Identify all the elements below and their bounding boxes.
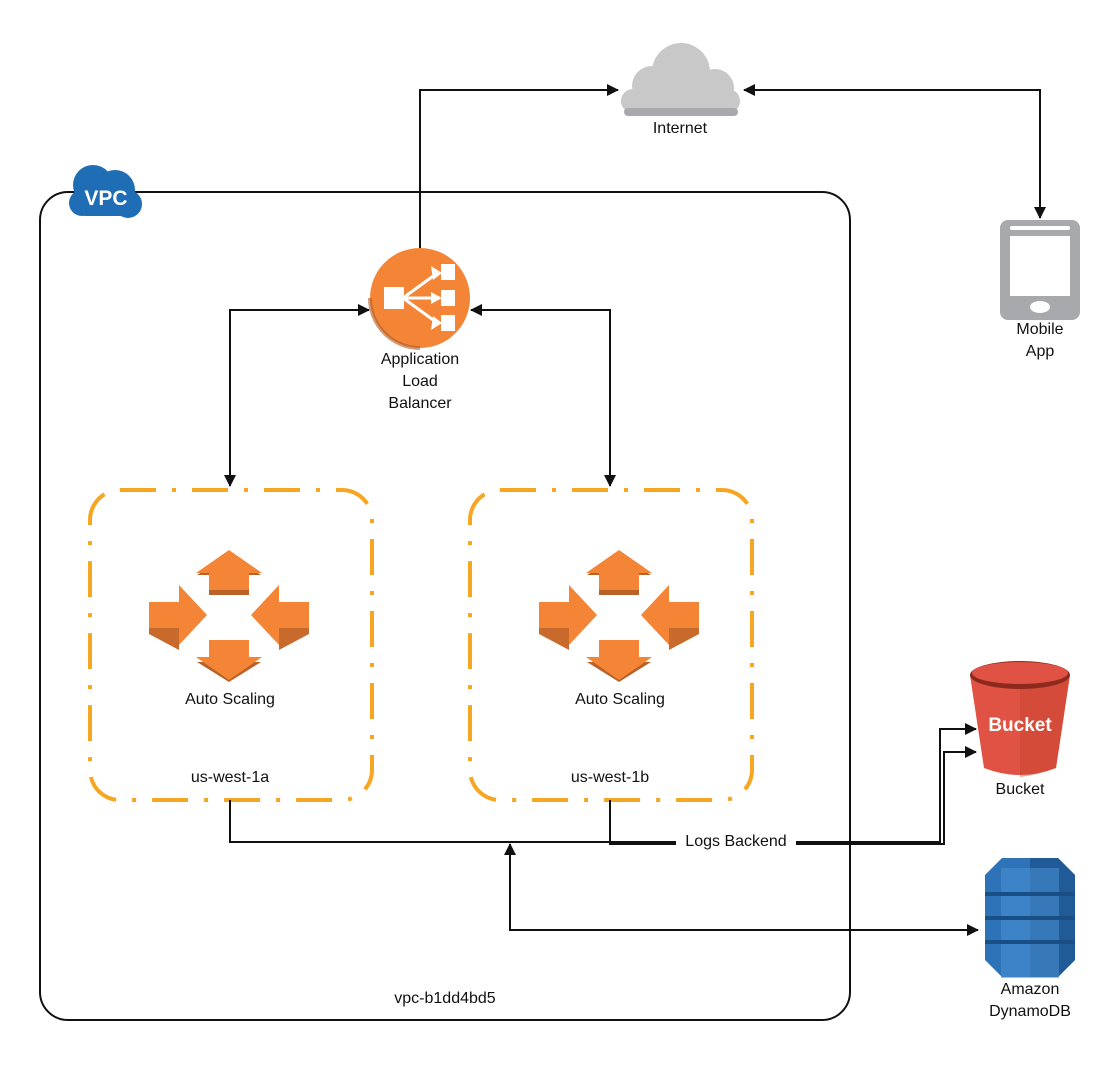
zone-a-log-line xyxy=(229,723,977,843)
vpc-cloud-icon: VPC xyxy=(69,165,142,218)
vpc-container xyxy=(39,191,851,1021)
zone-a-service-label: Auto Scaling xyxy=(185,691,275,708)
s3-bucket-icon: Bucket xyxy=(970,661,1070,777)
load-balancer-label-3: Balancer xyxy=(388,395,452,412)
mobile-label-1: Mobile xyxy=(1016,321,1063,338)
zone-b-name-label: us-west-1b xyxy=(571,769,649,786)
load-balancer-label-2: Load xyxy=(402,373,438,390)
mobile-phone-icon xyxy=(1000,220,1080,320)
dynamodb-icon xyxy=(985,858,1075,978)
bucket-label: Bucket xyxy=(996,781,1045,798)
connection-lines xyxy=(224,84,1046,936)
logs-backend-label: Logs Backend xyxy=(685,833,786,850)
load-balancer-label-1: Application xyxy=(381,351,459,368)
vpc-id-label: vpc-b1dd4bd5 xyxy=(394,990,496,1007)
auto-scaling-icon xyxy=(149,550,309,682)
zone-b-log-line xyxy=(609,746,977,845)
mobile-label-2: App xyxy=(1026,343,1055,360)
internet-label: Internet xyxy=(653,120,708,137)
zone-b-service-label: Auto Scaling xyxy=(575,691,665,708)
dynamodb-line xyxy=(504,843,979,936)
load-balancer-icon xyxy=(368,248,470,350)
zone-a-name-label: us-west-1a xyxy=(191,769,269,786)
dynamodb-label-1: Amazon xyxy=(1001,981,1060,998)
vpc-badge-text: VPC xyxy=(84,187,127,210)
elb-to-internet-line xyxy=(419,84,619,250)
elb-to-zone-a-line xyxy=(224,304,370,487)
elb-to-zone-b-line xyxy=(470,304,616,487)
internet-to-mobile-line xyxy=(743,84,1046,219)
internet-cloud-icon xyxy=(621,43,740,116)
bucket-badge-text: Bucket xyxy=(988,715,1052,736)
dynamodb-label-2: DynamoDB xyxy=(989,1003,1071,1020)
auto-scaling-icon xyxy=(539,550,699,682)
